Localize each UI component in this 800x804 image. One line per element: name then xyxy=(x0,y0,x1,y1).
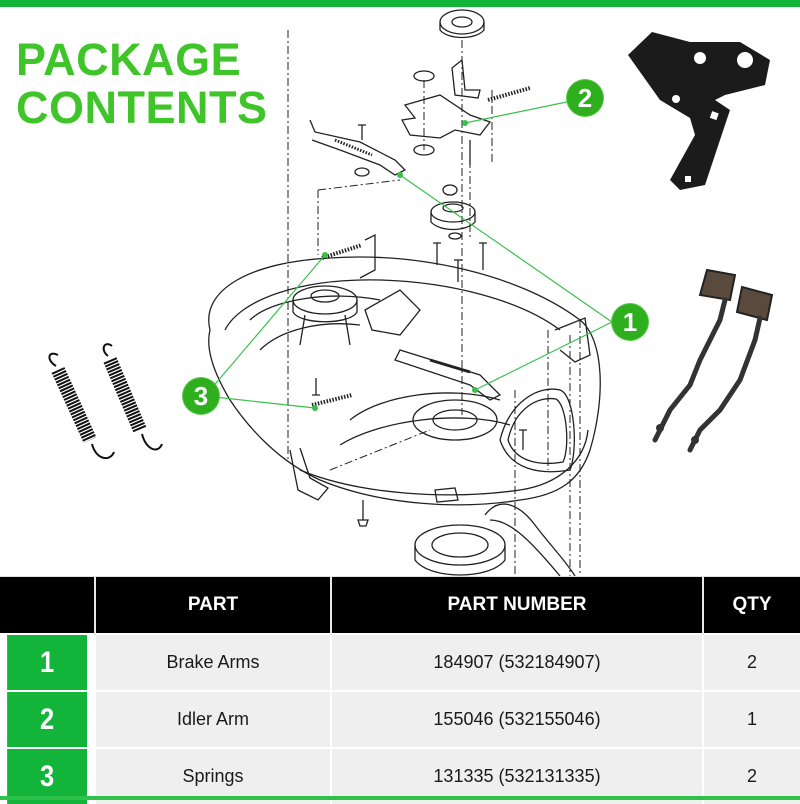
top-accent-bar xyxy=(0,0,800,7)
idler-arm-photo xyxy=(628,32,770,190)
row-part: Springs xyxy=(94,747,331,804)
row-part: Idler Arm xyxy=(94,690,331,748)
table-row: 3 Springs 131335 (532131335) 2 xyxy=(0,747,800,804)
header-part-number: PART NUMBER xyxy=(330,576,703,634)
header-number xyxy=(0,576,95,634)
callout-badge-2: 2 xyxy=(567,80,603,116)
row-part-number: 155046 (532155046) xyxy=(330,690,703,748)
row-part: Brake Arms xyxy=(94,633,331,691)
callout-badge-1: 1 xyxy=(612,304,648,340)
table-header-row: PART PART NUMBER QTY xyxy=(0,576,800,634)
parts-table: PART PART NUMBER QTY 1 Brake Arms 184907… xyxy=(0,576,800,804)
header-part: PART xyxy=(94,576,331,634)
bottom-accent-bar xyxy=(0,796,800,800)
page-title: PACKAGE CONTENTS xyxy=(16,36,268,132)
row-number: 3 xyxy=(7,747,88,804)
header-qty: QTY xyxy=(702,576,800,634)
row-part-number: 131335 (532131335) xyxy=(330,747,703,804)
row-qty: 1 xyxy=(702,690,800,748)
table-row: 1 Brake Arms 184907 (532184907) 2 xyxy=(0,633,800,691)
springs-photo xyxy=(48,343,163,460)
row-qty: 2 xyxy=(702,633,800,691)
deck-outline xyxy=(208,256,601,506)
title-line-1: PACKAGE xyxy=(16,34,242,85)
row-qty: 2 xyxy=(702,747,800,804)
title-line-2: CONTENTS xyxy=(16,82,268,133)
row-number: 1 xyxy=(7,633,88,691)
row-number: 2 xyxy=(7,690,88,748)
table-row: 2 Idler Arm 155046 (532155046) 1 xyxy=(0,690,800,748)
brake-arms-photo xyxy=(652,268,774,453)
mower-deck-exploded-diagram xyxy=(48,9,774,576)
callout-badge-3: 3 xyxy=(183,378,219,414)
row-part-number: 184907 (532184907) xyxy=(330,633,703,691)
